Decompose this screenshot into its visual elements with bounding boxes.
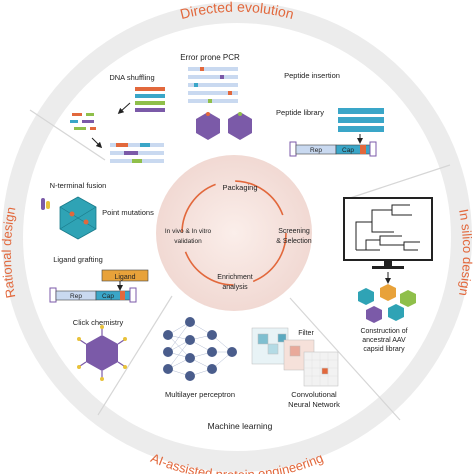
monitor xyxy=(343,197,433,261)
silico-caption-1: Construction of xyxy=(360,328,407,335)
peptide-library-bars xyxy=(338,108,384,144)
rational-design-panel: N-terminal fusion Point mutations Ligand… xyxy=(41,181,154,381)
ligand-label: Ligand xyxy=(114,274,135,281)
silico-caption-2: ancestral AAV xyxy=(362,337,406,344)
cycle-enrichment-1: Enrichment xyxy=(217,274,252,281)
label-peptide-library: Peptide library xyxy=(276,108,324,117)
cycle-validation-1: In vivo & In vitro xyxy=(165,228,212,235)
label-peptide-insertion: Peptide insertion xyxy=(284,71,340,80)
label-click-chemistry: Click chemistry xyxy=(73,318,124,327)
section-rational-design: Rational design xyxy=(0,206,18,300)
click-chemistry-capsid xyxy=(77,325,127,381)
section-dividers xyxy=(29,109,451,421)
section-in-silico-design: In silico design xyxy=(456,208,474,297)
cycle-validation-2: validation xyxy=(174,238,202,245)
in-silico-panel: Construction of ancestral AAV capsid lib… xyxy=(343,197,433,353)
label-cnn-1: Convolutional xyxy=(291,390,337,399)
cnn-grids xyxy=(251,327,339,387)
plasmid-cap-label: Cap xyxy=(342,147,354,154)
dna-shuffling-fragments xyxy=(70,87,165,163)
silico-caption-3: capsid library xyxy=(363,346,405,353)
plasmid-rep-label: Rep xyxy=(310,147,322,154)
pcr-strands xyxy=(188,67,238,103)
evolution-capsids xyxy=(196,112,252,140)
cycle-enrichment-2: analysis xyxy=(222,284,248,291)
cycle-arrows xyxy=(181,180,287,286)
cycle-packaging: Packaging xyxy=(222,183,257,192)
label-dna-shuffling: DNA shuffling xyxy=(109,73,154,82)
left-plasmid-cap: Cap xyxy=(102,293,114,300)
center-cycle: Packaging Screening & Selection Enrichme… xyxy=(156,155,312,311)
directed-evolution-panel: Error prone PCR DNA shuffling xyxy=(70,53,384,163)
center-disc xyxy=(156,155,312,311)
machine-learning-panel: Multilayer perceptron Filter Convolution… xyxy=(163,317,340,431)
phylogenetic-tree xyxy=(355,204,420,251)
ancestral-capsids xyxy=(358,284,416,323)
cycle-screening-1: Screening xyxy=(278,228,310,235)
section-directed-evolution: Directed evolution xyxy=(178,0,295,22)
label-filter: Filter xyxy=(298,330,314,337)
label-cnn-2: Neural Network xyxy=(288,400,340,409)
cycle-screening-2: & Selection xyxy=(276,238,312,245)
label-machine-learning: Machine learning xyxy=(208,421,273,431)
label-mlp: Multilayer perceptron xyxy=(165,390,235,399)
label-ligand-grafting: Ligand grafting xyxy=(53,255,103,264)
ligand-box xyxy=(101,269,149,282)
mlp-network xyxy=(163,317,237,381)
left-plasmid-rep: Rep xyxy=(70,293,82,300)
label-point-mutations: Point mutations xyxy=(102,208,154,217)
label-error-prone-pcr: Error prone PCR xyxy=(180,53,240,62)
capsid-point-mutations xyxy=(41,196,97,240)
label-n-terminal-fusion: N-terminal fusion xyxy=(50,181,107,190)
rep-cap-plasmid-left xyxy=(49,281,137,303)
rep-cap-plasmid-top xyxy=(289,141,377,157)
